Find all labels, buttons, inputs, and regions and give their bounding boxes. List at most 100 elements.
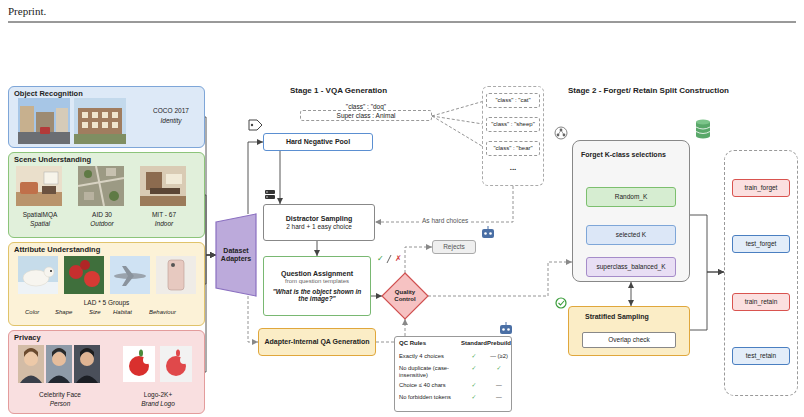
edge-label: As hard choices [420, 217, 470, 224]
pass-mark: ✓ [377, 254, 384, 263]
process-box: Question Assignmentfrom question templat… [263, 256, 371, 316]
node-text: Behaviour [149, 309, 195, 316]
connector [248, 296, 258, 342]
class-box: "class" : "bear" [486, 141, 540, 156]
node-text: Habitat [113, 309, 145, 316]
privacy-photo [143, 356, 151, 364]
attribute-photo [18, 256, 58, 294]
database-icon [696, 127, 710, 134]
database-icon [696, 120, 710, 139]
node-text: LAD * 5 Groups [9, 299, 204, 306]
coco-photo [112, 112, 118, 118]
scene-photo [146, 172, 162, 190]
tag-icon [251, 124, 253, 126]
connector [690, 215, 724, 272]
robot-icon [482, 226, 494, 238]
node-text: "What is the object shown in the image?" [267, 288, 367, 303]
connector [432, 116, 486, 149]
connector [432, 116, 486, 125]
attribute-photo [84, 271, 100, 287]
panel-fill [8, 86, 205, 148]
tag-icon [249, 120, 262, 130]
server-icon [266, 191, 267, 192]
check-badge-icon [556, 298, 566, 308]
privacy-photo [18, 345, 192, 383]
connector-group [205, 101, 724, 373]
robot-icon [482, 229, 494, 238]
node-title: test_forget [746, 240, 777, 247]
connector [205, 117, 216, 255]
panel-fill [8, 242, 205, 326]
node-text: Logo-2K+ [113, 391, 203, 398]
privacy-photo [80, 348, 94, 357]
coco-photo [18, 98, 70, 144]
node-text: Shape [55, 309, 85, 316]
rules-table: QC RulesStandardPrebuildExactly 4 choice… [394, 336, 512, 412]
coco-photo [102, 112, 108, 118]
database-icon [696, 134, 710, 139]
node-title: Attribute Understanding [14, 246, 199, 255]
robot-icon [507, 328, 510, 331]
scene-photo [140, 196, 186, 206]
node-text: — [487, 394, 511, 401]
coco-photo [56, 108, 68, 132]
node-text: Size [89, 309, 109, 316]
privacy-photo [48, 376, 70, 384]
connector [631, 282, 632, 306]
node-text: SpatialMQA [13, 211, 67, 218]
node-text: Identity [141, 117, 201, 124]
database-icon [696, 120, 710, 125]
node-title: train_forget [745, 184, 778, 191]
node-title: Privacy [14, 334, 199, 343]
node-title: Stratified Sampling [585, 313, 685, 321]
coco-photo [18, 98, 126, 144]
strategy-box: superclass_balanced_K [586, 257, 676, 277]
selection-icon [557, 134, 560, 137]
process-box: Adapter-Internal QA Generation [258, 328, 376, 356]
node-title: "class" : "dog" [346, 103, 386, 110]
attribute-photo [122, 266, 134, 286]
category-panel: Object RecognitionCOCO 2017Identity [8, 86, 205, 148]
node-text: ✓ [461, 365, 487, 372]
node-text: No forbidden tokens [399, 394, 461, 401]
check-badge-icon [556, 298, 566, 308]
node-text: AID 30 [75, 211, 129, 218]
node-text: Spatial [13, 220, 67, 227]
slash-mark [387, 255, 391, 263]
fail-mark: ✗ [395, 254, 402, 263]
scene-photo [16, 192, 62, 206]
stage-title: Stage 1 - VQA Generation [290, 86, 387, 95]
node-text: Color [25, 309, 53, 316]
category-panel: Attribute UnderstandingLAD * 5 GroupsCol… [8, 242, 205, 326]
split-box: train_retain [732, 293, 790, 311]
attribute-photo [80, 260, 90, 270]
split-box: test_retain [732, 347, 790, 365]
coco-photo [20, 106, 34, 132]
node-text: — [487, 382, 511, 389]
selection-icon [555, 127, 567, 139]
coco-photo [78, 108, 122, 134]
connector [280, 151, 281, 204]
node-text: Exactly 4 choices [399, 353, 461, 360]
scene-photo [44, 172, 58, 184]
node-text: from question templates [285, 278, 349, 285]
attribute-photo [168, 260, 184, 290]
connector [405, 247, 432, 273]
scene-photo [78, 166, 124, 206]
node-title: "class" : "sheep" [491, 121, 535, 128]
robot-icon [489, 232, 492, 235]
scene-photo [84, 192, 94, 200]
attribute-photo [156, 256, 196, 294]
node-title: Question Assignment [281, 270, 353, 278]
robot-icon [484, 232, 487, 235]
split-group: train_forget test_forget train_retain test_… [724, 150, 798, 396]
class-box: "class" : "cat" [486, 93, 540, 108]
server-icon [265, 190, 275, 199]
reject-box: Rejects [432, 240, 476, 254]
attribute-photo [44, 267, 54, 277]
server-icon [266, 196, 267, 197]
category-panel: Scene UnderstandingSpatialMQASpatialAID … [8, 152, 205, 238]
node-title: Rejects [443, 243, 465, 250]
node-text: Person [15, 400, 105, 407]
